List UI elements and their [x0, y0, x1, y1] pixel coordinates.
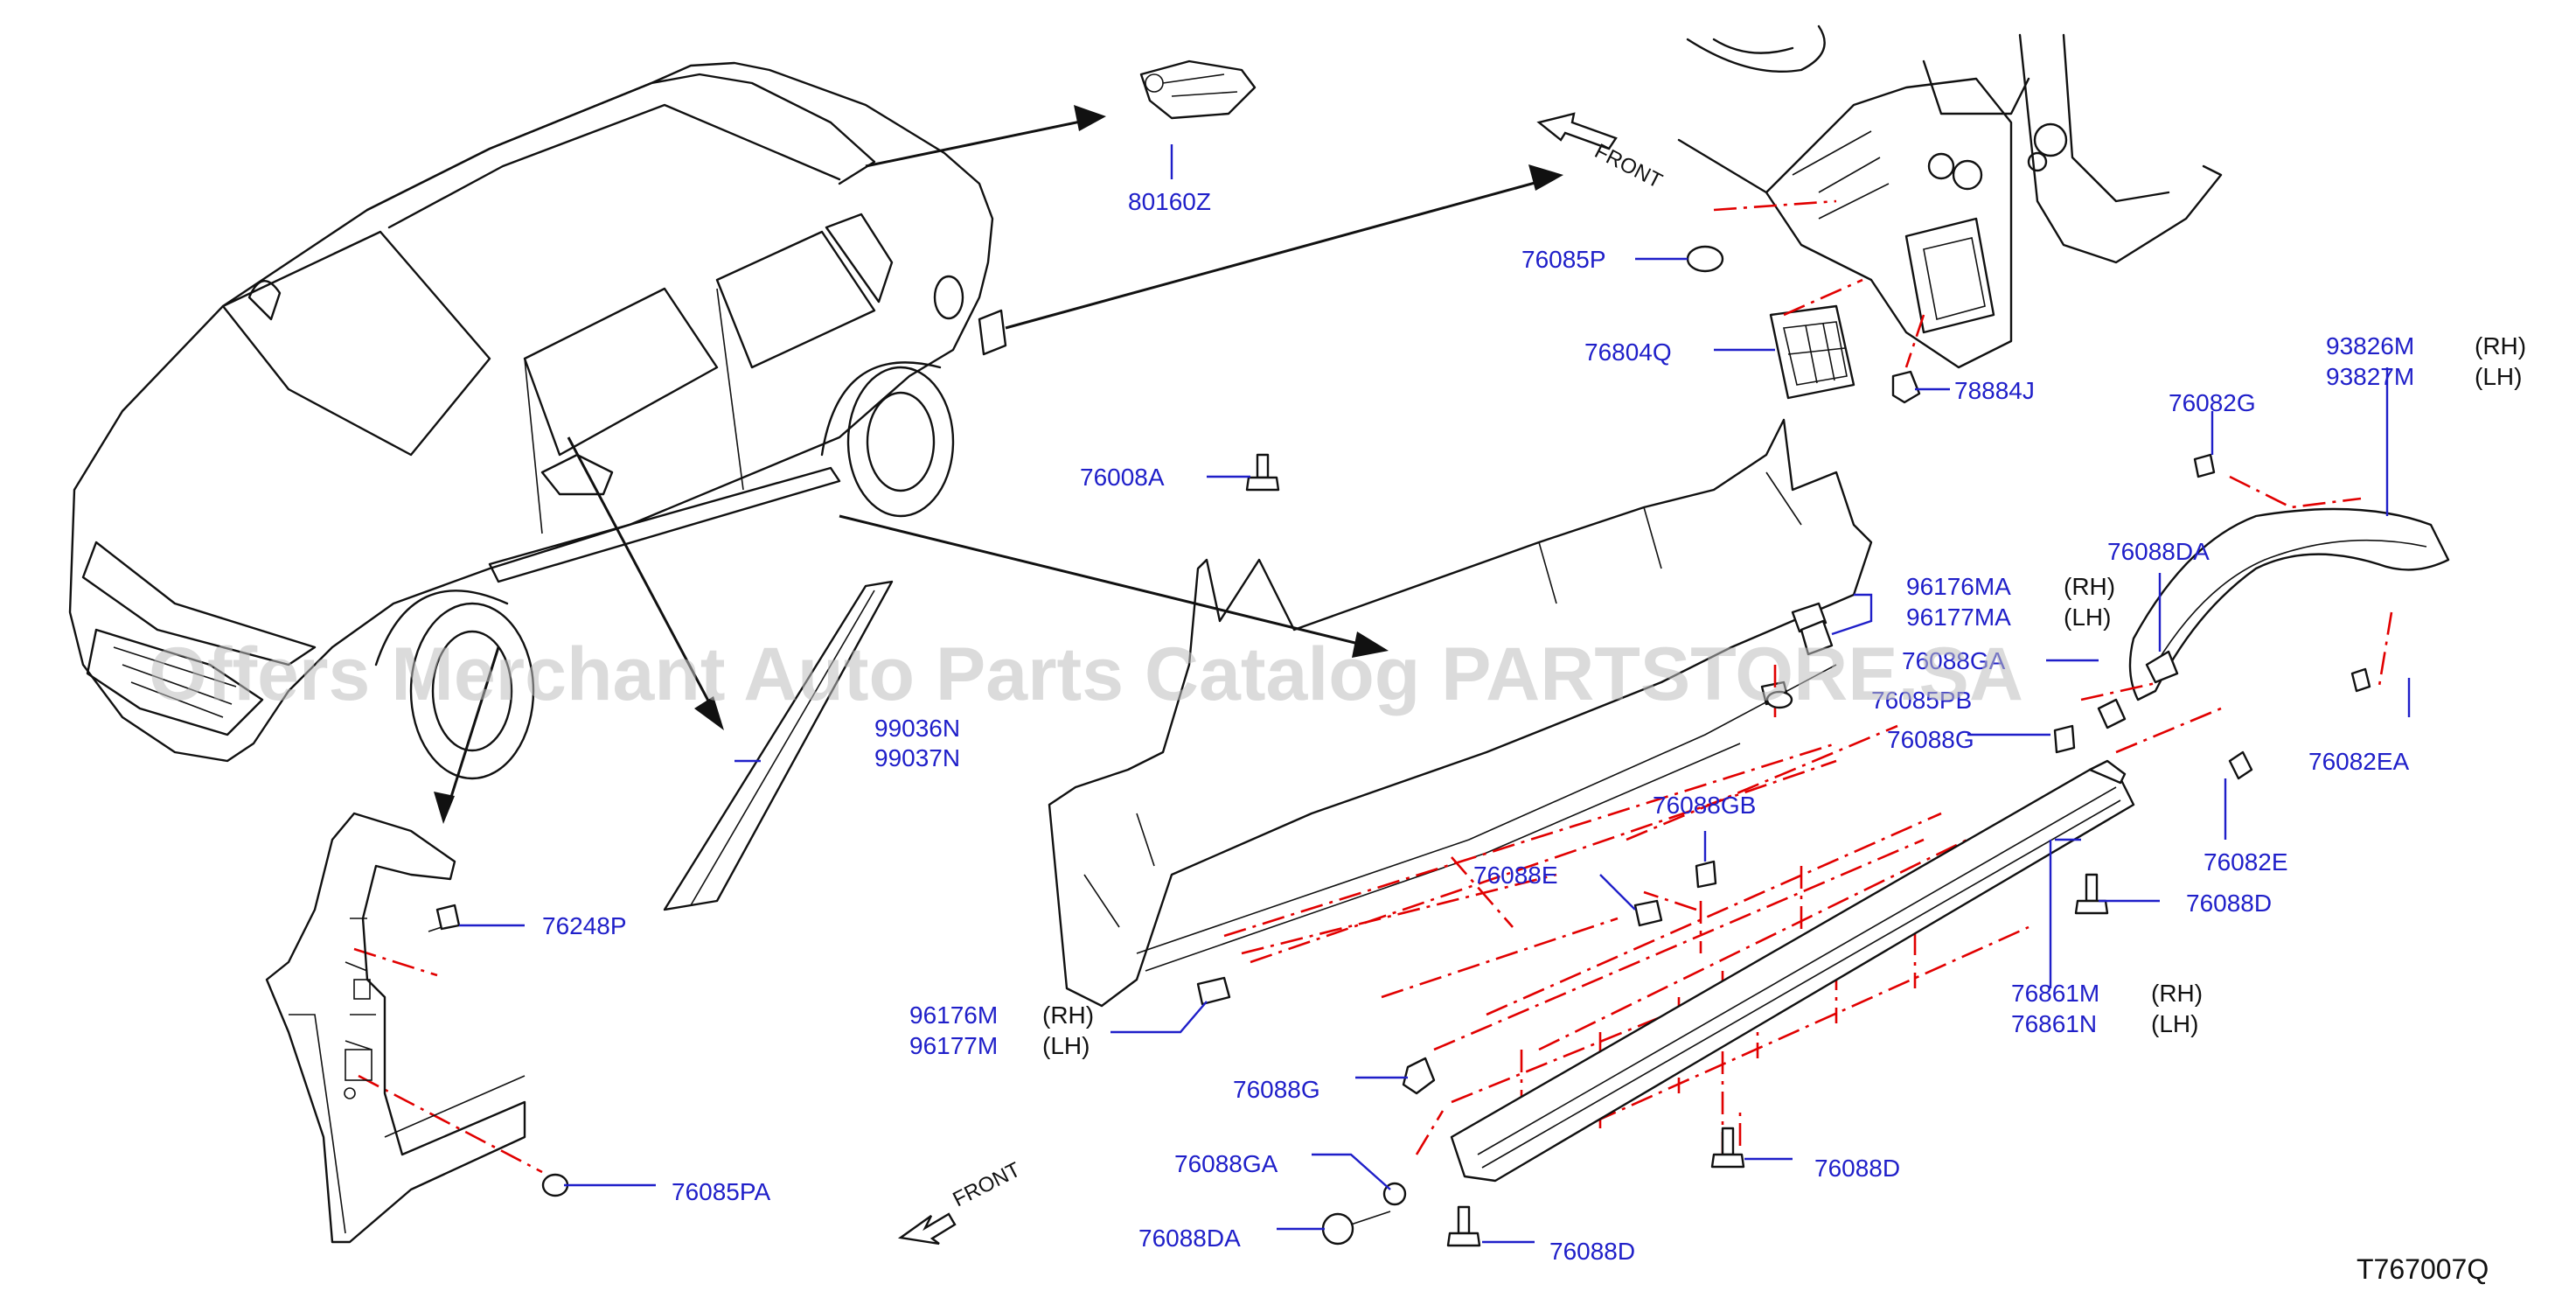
side-rh-96176m: (RH)	[1042, 1001, 1094, 1029]
side-lh-93827m: (LH)	[2475, 363, 2522, 390]
front-pillar-assembly	[265, 812, 569, 1244]
leader-lines	[459, 144, 2411, 1244]
label-76088da-bottom[interactable]: 76088DA	[1138, 1225, 1241, 1252]
sill-molding	[1450, 759, 2135, 1183]
label-76082g[interactable]: 76082G	[2169, 389, 2256, 416]
fuel-door-part	[1139, 59, 1257, 120]
label-76085pa[interactable]: 76085PA	[672, 1178, 770, 1205]
label-76861m[interactable]: 76861M	[2011, 980, 2099, 1007]
label-76804q[interactable]: 76804Q	[1584, 338, 1672, 366]
label-99036n[interactable]: 99036N	[874, 715, 960, 742]
side-lh-96177m: (LH)	[1042, 1032, 1090, 1059]
label-76088g-bottom[interactable]: 76088G	[1233, 1076, 1320, 1103]
label-96177ma[interactable]: 96177MA	[1906, 604, 2011, 631]
label-76861n[interactable]: 76861N	[2011, 1010, 2097, 1037]
part-labels: 80160Z 76085P 76804Q 78884J 93826M (RH) …	[542, 188, 2526, 1265]
label-96176m[interactable]: 96176M	[909, 1001, 998, 1029]
label-76088d-bottom[interactable]: 76088D	[1549, 1238, 1635, 1265]
label-76008a[interactable]: 76008A	[1080, 464, 1165, 491]
label-99037n[interactable]: 99037N	[874, 744, 960, 771]
label-76248p[interactable]: 76248P	[542, 912, 627, 939]
label-93826m[interactable]: 93826M	[2326, 332, 2414, 359]
label-76088e[interactable]: 76088E	[1473, 862, 1558, 889]
diagram-code: T767007Q	[2357, 1253, 2489, 1285]
label-76085pb[interactable]: 76085PB	[1871, 687, 1972, 714]
label-80160z[interactable]: 80160Z	[1128, 188, 1211, 215]
label-96177m[interactable]: 96177M	[909, 1032, 998, 1059]
front-indicator-bottom: FRONT	[897, 1158, 1025, 1246]
rear-wheelhouse-assembly	[1677, 24, 2223, 369]
front-label-top: FRONT	[1591, 139, 1666, 193]
label-96176ma[interactable]: 96176MA	[1906, 573, 2011, 600]
wheel-arch-molding	[2128, 507, 2450, 780]
label-76088ga-bottom[interactable]: 76088GA	[1174, 1150, 1278, 1177]
watermark: Offers Merchant Auto Parts Catalog PARTS…	[149, 632, 2023, 716]
label-76088g-top[interactable]: 76088G	[1887, 726, 1974, 753]
parts-upper	[1245, 245, 2216, 492]
label-76088da-top[interactable]: 76088DA	[2107, 538, 2210, 565]
side-rh-96176ma: (RH)	[2064, 573, 2115, 600]
label-76088gb[interactable]: 76088GB	[1653, 792, 1756, 819]
label-76082e[interactable]: 76082E	[2204, 848, 2288, 876]
side-rh-93826m: (RH)	[2475, 332, 2526, 359]
label-76082ea[interactable]: 76082EA	[2308, 748, 2410, 775]
side-lh-96177ma: (LH)	[2064, 604, 2111, 631]
label-78884j[interactable]: 78884J	[1954, 377, 2035, 404]
side-rh-76861m: (RH)	[2151, 980, 2203, 1007]
pillar-molding	[663, 580, 894, 911]
label-76085p[interactable]: 76085P	[1521, 246, 1606, 273]
vehicle-illustration	[68, 61, 1007, 780]
label-76088d-right[interactable]: 76088D	[2186, 890, 2272, 917]
label-76088ga-top[interactable]: 76088GA	[1902, 647, 2006, 674]
vehicle-arrows	[434, 105, 1563, 824]
label-93827m[interactable]: 93827M	[2326, 363, 2414, 390]
front-indicator-top: FRONT	[1536, 112, 1666, 193]
front-label-bottom: FRONT	[949, 1158, 1024, 1212]
label-76088d-mid[interactable]: 76088D	[1814, 1155, 1900, 1182]
side-lh-76861n: (LH)	[2151, 1010, 2198, 1037]
